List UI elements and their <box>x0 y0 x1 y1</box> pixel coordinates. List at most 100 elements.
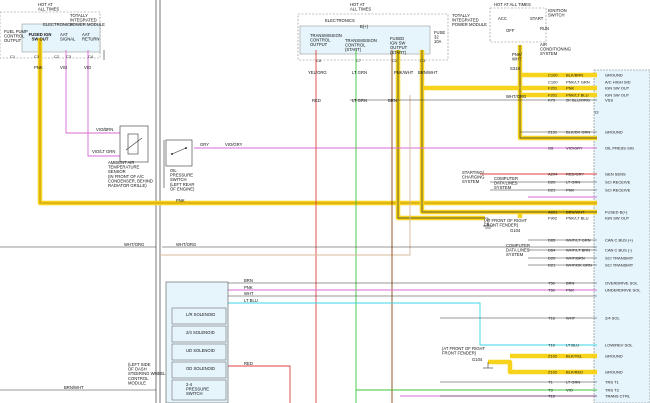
conn-func-3: IGN SW OUT <box>605 93 630 98</box>
conn-color-12: PNK/LT BLU <box>566 216 589 221</box>
oil-switch <box>165 139 193 167</box>
conn-func-1: A/C HIGH SID <box>605 80 631 85</box>
solenoid-wire-4: RED <box>244 361 253 366</box>
conn-pin-10: D21 <box>548 188 556 193</box>
conn-color-14: WHT/LT BRN <box>566 248 590 253</box>
conn-pin-22: Z102 <box>548 370 558 375</box>
conn-func-15: SCI TRANSMIT <box>605 256 634 261</box>
conn-func-16: SCI TRANSMIT <box>605 263 634 268</box>
solenoid-wire-2: WHT <box>244 291 254 296</box>
conn-color-11: BRN/WHT <box>566 210 585 215</box>
conn-pin-0: C100 <box>548 73 558 78</box>
note-pnk: PNK <box>176 198 185 203</box>
conn-pin-17: T50 <box>548 281 556 286</box>
conn-pin-7: G6 <box>548 146 554 151</box>
conn-color-15: WHT/BRN <box>566 256 585 261</box>
middle-power-module-electronics <box>299 25 431 55</box>
oil-wire-gry: GRY <box>200 142 209 147</box>
conn-pin-1: C100 <box>548 80 558 85</box>
conn-color-17: BRN <box>566 281 575 286</box>
left-module-section: ELECTRONICS <box>43 22 73 27</box>
ground-highlight-3 <box>488 359 597 375</box>
sensor-wire-2: VIO/LT GRN <box>92 149 115 154</box>
conn-pin-24: T3 <box>548 388 553 393</box>
ground-symbols <box>483 217 493 369</box>
conn-func-11: FUSED B(+) <box>605 210 628 215</box>
mid-pin-0: C8 <box>316 58 322 63</box>
conn-func-8: GEN SENS <box>605 172 626 177</box>
lt-blu-wire-sol <box>228 302 597 346</box>
mid-module-section: ELECTRONICS <box>325 18 355 23</box>
mid-pin-2: C2 <box>392 58 398 63</box>
note-wht-org-1: WHT/ORG <box>124 242 144 247</box>
conn-color-22: BLK/RED <box>566 370 583 375</box>
conn-color-24: VIO <box>566 388 573 393</box>
conn-pin-23: T1 <box>548 380 553 385</box>
conn-pin-3: F201 <box>548 93 558 98</box>
ign-out-highlight-1 <box>395 50 485 221</box>
ign-run: RUN <box>540 26 549 31</box>
conn-pin-4: K79 <box>548 98 556 103</box>
conn-func-25: TRANS CTRL <box>605 394 631 399</box>
pnk-trace <box>39 38 597 204</box>
conn-pin-25: T13 <box>548 394 556 399</box>
conn-func-17: OVERDRIVE SOL <box>605 281 638 286</box>
ign-splice: S318 <box>510 66 520 71</box>
conn-pin-20: T10 <box>548 343 556 348</box>
ambient-sensor <box>119 125 149 163</box>
oil-wire-viogry: VIO/GRY <box>225 142 243 147</box>
black-wires <box>0 50 597 397</box>
conn-func-9: SCI RECEIVE <box>605 180 631 185</box>
conn-pin-11: A601 <box>548 210 558 215</box>
left-pin-2: C2 <box>54 54 60 59</box>
conn-func-22: GROUND <box>605 370 623 375</box>
conn-color-8: RED/GRY <box>566 172 584 177</box>
conn-color-9: LT GRN <box>566 180 580 185</box>
conn-func-14: CAN C BUS (-) <box>605 248 633 253</box>
highlight-wires <box>37 38 597 375</box>
trace-black-1 <box>397 50 485 219</box>
conn-pin-8: A204 <box>548 172 558 177</box>
left-wire-vio2: VIO <box>84 65 92 70</box>
vert-wire-whtorg: WHT/ORG <box>506 94 526 99</box>
conn-pin-9: D20 <box>548 180 556 185</box>
conn-pin-14: D64 <box>548 248 556 253</box>
solenoid-wire-3: LT BLU <box>244 298 258 303</box>
left-wire-pnk: PNK <box>34 65 43 70</box>
left-pin-0: C1 <box>10 54 16 59</box>
conn-color-7: VIO/GRY <box>566 146 583 151</box>
conn-color-10: PNK <box>566 188 575 193</box>
ign-hot-label: HOT AT ALL TIMES <box>494 2 531 7</box>
vert-wire-red: RED <box>312 98 321 103</box>
ignition-switch-box <box>489 7 547 43</box>
conn-color-19: WHT <box>566 316 576 321</box>
left-wire-vio1: VIO <box>60 65 68 70</box>
vio-wire-sensor-2 <box>87 50 120 157</box>
mid-wire-yel: YEL/ORG <box>308 70 327 75</box>
conn-func-13: CAN C BUS (+) <box>605 238 634 243</box>
conn-pin-16: D21 <box>548 263 556 268</box>
conn-func-12: IGN SW OUT <box>605 216 630 221</box>
conn-func-23: TRS T1 <box>605 380 619 385</box>
mid-bplus-label: B(+) <box>360 24 369 29</box>
left-pin-3: C3 <box>66 54 72 59</box>
conn-func-18: UNDERDRIVE SOL <box>605 288 641 293</box>
conn-num-5: 13 <box>594 110 599 115</box>
